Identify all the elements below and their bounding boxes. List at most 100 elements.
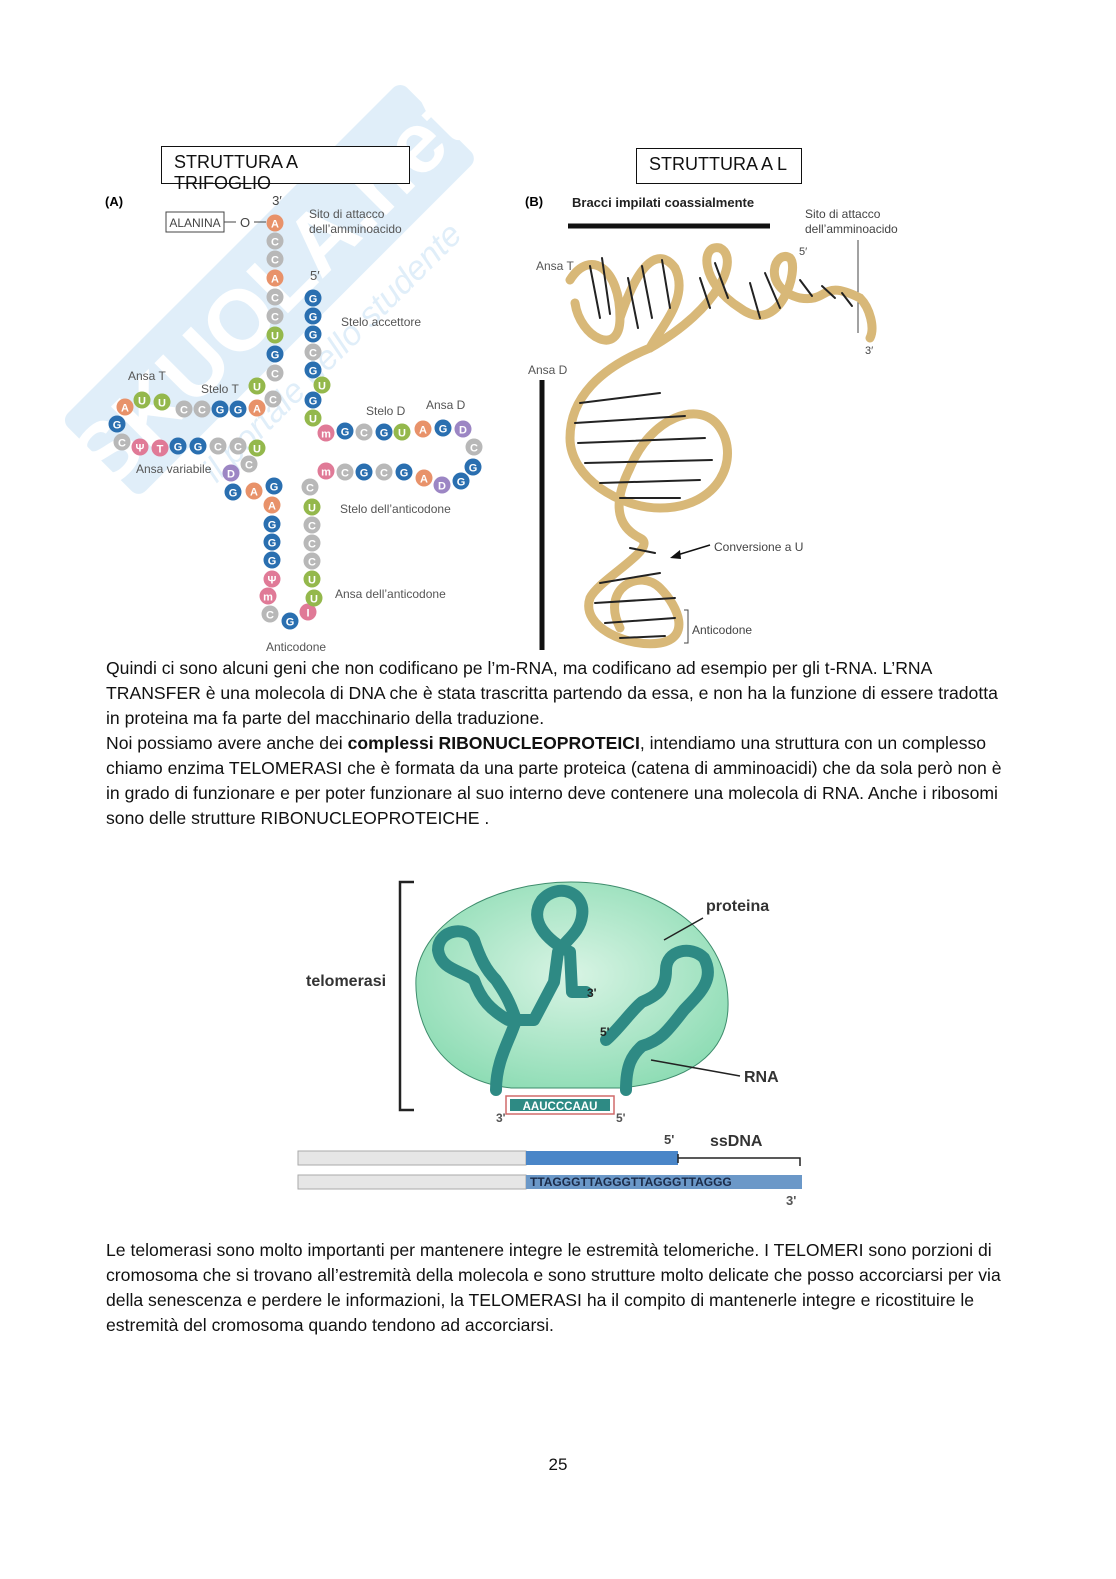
paragraph2-before: Noi possiamo avere anche dei xyxy=(106,733,348,753)
nucleotide-letter: A xyxy=(250,487,258,499)
nucleotide-letter: A xyxy=(271,219,279,231)
nucleotide xyxy=(263,496,281,514)
nucleotide-letter: C xyxy=(271,293,279,305)
nucleotide xyxy=(175,400,193,418)
nucleotide-letter: C xyxy=(234,442,242,454)
nucleotide-letter: m xyxy=(321,467,331,479)
nucleotide-letter: U xyxy=(318,381,326,393)
nucleotide-letter: G xyxy=(270,482,279,494)
nucleotide xyxy=(304,361,322,379)
nucleotide xyxy=(229,400,247,418)
nucleotide-letter: A xyxy=(420,474,428,486)
nucleotide xyxy=(336,422,354,440)
panel-a-cloverleaf: (A) ALANINA O 3′ Sito di attacco dell’am… xyxy=(105,193,483,654)
conversione-label: Conversione a U xyxy=(714,540,803,554)
nucleotide xyxy=(151,439,169,457)
nucleotide xyxy=(304,343,322,361)
nucleotide-letter: I xyxy=(306,608,309,620)
nucleotide xyxy=(245,482,263,500)
nucleotide-letter: C xyxy=(266,610,274,622)
nucleotide-letter: C xyxy=(271,237,279,249)
nucleotide xyxy=(355,423,373,441)
nucleotide xyxy=(266,214,284,232)
nucleotide xyxy=(393,423,411,441)
rna-strand-left xyxy=(432,884,592,1096)
telomere-sequence: TTAGGGTTAGGGTTAGGGTTAGGG xyxy=(530,1175,732,1189)
nucleotide xyxy=(224,483,242,501)
nucleotide-letter: G xyxy=(360,468,369,480)
nucleotide-letter: C xyxy=(245,460,253,472)
nucleotide xyxy=(266,250,284,268)
nucleotide-letter: G xyxy=(268,538,277,550)
nucleotide xyxy=(434,419,452,437)
nucleotide xyxy=(317,462,335,480)
nucleotide xyxy=(263,533,281,551)
rna-5prime: 5' xyxy=(600,1025,610,1039)
nucleotide xyxy=(113,433,131,451)
nucleotide xyxy=(304,391,322,409)
paragraph-trna: Quindi ci sono alcuni geni che non codif… xyxy=(106,658,998,728)
title-struttura-l: STRUTTURA A L xyxy=(636,148,802,184)
nucleotide-letter: G xyxy=(174,442,183,454)
telomere-lower-strand xyxy=(526,1175,802,1189)
nucleotide-letter: U xyxy=(253,444,261,456)
paragraph2-bold: complessi RIBONUCLEOPROTEICI xyxy=(347,733,640,753)
nucleotide-letter: G xyxy=(271,350,280,362)
nucleotide xyxy=(266,307,284,325)
nucleotide-letter: C xyxy=(309,348,317,360)
alanina-link: O xyxy=(240,215,250,230)
ansa-t-label: Ansa T xyxy=(128,369,166,383)
nucleotide-letter: U xyxy=(398,428,406,440)
nucleotide xyxy=(266,326,284,344)
bracci-label: Bracci impilati coassialmente xyxy=(572,195,754,210)
telomerasi-label: telomerasi xyxy=(306,973,386,990)
title-trifoglio: STRUTTURA A TRIFOGLIO xyxy=(161,146,410,193)
nucleotide xyxy=(209,437,227,455)
nucleotide xyxy=(304,325,322,343)
nucleotide xyxy=(263,570,281,588)
nucleotide-letter: U xyxy=(308,503,316,515)
nucleotide xyxy=(299,603,317,621)
nucleotide xyxy=(263,515,281,533)
ansa-d-label-a: Ansa D xyxy=(426,398,466,412)
nucleotide-letter: U xyxy=(308,575,316,587)
nucleotide xyxy=(265,477,283,495)
nucleotide-letter: C xyxy=(308,539,316,551)
nucleotide-letter: C xyxy=(269,395,277,407)
nucleotide-letter: C xyxy=(308,521,316,533)
nucleotide xyxy=(266,269,284,287)
nucleotide-letter: C xyxy=(271,255,279,267)
nucleotide xyxy=(452,472,470,490)
nucleotide xyxy=(454,420,472,438)
nucleotide-letter: C xyxy=(306,483,314,495)
nucleotide xyxy=(303,552,321,570)
nucleotide xyxy=(229,437,247,455)
nucleotide-letter: C xyxy=(271,369,279,381)
nucleotide-letter: C xyxy=(180,405,188,417)
nucleotide-letter: D xyxy=(438,481,446,493)
nucleotide xyxy=(303,516,321,534)
nucleotide-letter: Ψ xyxy=(136,443,145,455)
stelo-anticodone-label: Stelo dell’anticodone xyxy=(340,502,451,516)
nucleotide-letter: T xyxy=(157,444,164,456)
nucleotide-letter: G xyxy=(309,396,318,408)
paragraph2-after: , intendiamo una struttura con un comple… xyxy=(106,733,1002,828)
nucleotide-letter: U xyxy=(310,594,318,606)
nucleotide xyxy=(464,458,482,476)
nucleotide-letter: U xyxy=(158,398,166,410)
panel-a-tag: (A) xyxy=(105,194,123,209)
nucleotide xyxy=(169,437,187,455)
nucleotide xyxy=(375,463,393,481)
alanina-label: ALANINA xyxy=(169,216,220,230)
five-prime-b: 5′ xyxy=(799,246,807,258)
nucleotide xyxy=(266,232,284,250)
nucleotide-letter: A xyxy=(419,425,427,437)
nucleotide xyxy=(336,463,354,481)
nucleotide xyxy=(248,439,266,457)
nucleotide-letter: C xyxy=(271,312,279,324)
nucleotide xyxy=(211,400,229,418)
nucleotide xyxy=(465,438,483,456)
nucleotide-letter: C xyxy=(308,557,316,569)
nucleotide-letter: U xyxy=(309,414,317,426)
